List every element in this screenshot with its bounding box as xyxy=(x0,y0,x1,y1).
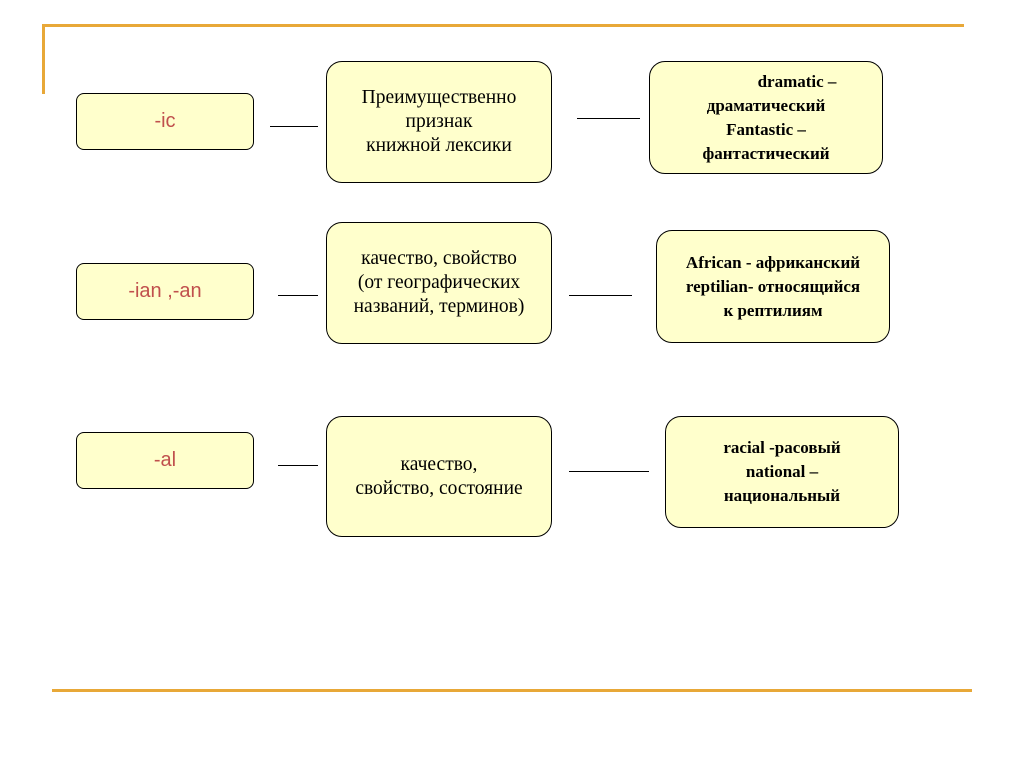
meaning-line: качество, свойство xyxy=(361,248,517,269)
bottom-frame-line xyxy=(52,689,972,692)
suffix-label: -ian ,-an xyxy=(128,280,202,302)
connector-line xyxy=(278,295,318,296)
example-line: dramatic – xyxy=(757,71,837,91)
example-line: reptilian- относящийся xyxy=(685,276,861,296)
meaning-line: признак xyxy=(405,111,473,132)
suffix-label: -al xyxy=(153,449,177,471)
suffix-box-al: -al xyxy=(76,432,254,489)
connector-line xyxy=(270,126,318,127)
top-frame-line xyxy=(42,24,964,27)
meaning-line: (от географических xyxy=(357,272,521,293)
meaning-line: свойство, состояние xyxy=(355,477,523,499)
example-line: драматический xyxy=(706,95,826,115)
example-line: фантастический xyxy=(702,143,830,163)
example-line: African - африканский xyxy=(685,252,861,272)
suffix-label: -ic xyxy=(154,110,176,132)
example-line: национальный xyxy=(723,486,841,505)
examples-box-ic: dramatic – драматический Fantastic – фан… xyxy=(649,61,883,174)
example-line: к рептилиям xyxy=(723,300,823,320)
example-line: Fantastic – xyxy=(726,119,806,139)
meaning-line: книжной лексики xyxy=(366,135,512,156)
meaning-line: названий, терминов) xyxy=(353,296,525,317)
suffix-box-ian-an: -ian ,-an xyxy=(76,263,254,320)
connector-line xyxy=(569,471,649,472)
connector-line xyxy=(577,118,640,119)
meaning-box-al: качество, свойство, состояние xyxy=(326,416,552,537)
example-line: national – xyxy=(745,462,819,481)
connector-line xyxy=(278,465,318,466)
meaning-box-ic: Преимущественно признак книжной лексики xyxy=(326,61,552,183)
examples-box-ian-an: African - африканский reptilian- относящ… xyxy=(656,230,890,343)
connector-line xyxy=(569,295,632,296)
meaning-line: качество, xyxy=(400,453,478,475)
examples-box-al: racial -расовый national – национальный xyxy=(665,416,899,528)
example-line: racial -расовый xyxy=(723,438,841,457)
meaning-line: Преимущественно xyxy=(361,87,517,108)
meaning-box-ian-an: качество, свойство (от географических на… xyxy=(326,222,552,344)
suffix-box-ic: -ic xyxy=(76,93,254,150)
left-frame-line xyxy=(42,24,45,94)
